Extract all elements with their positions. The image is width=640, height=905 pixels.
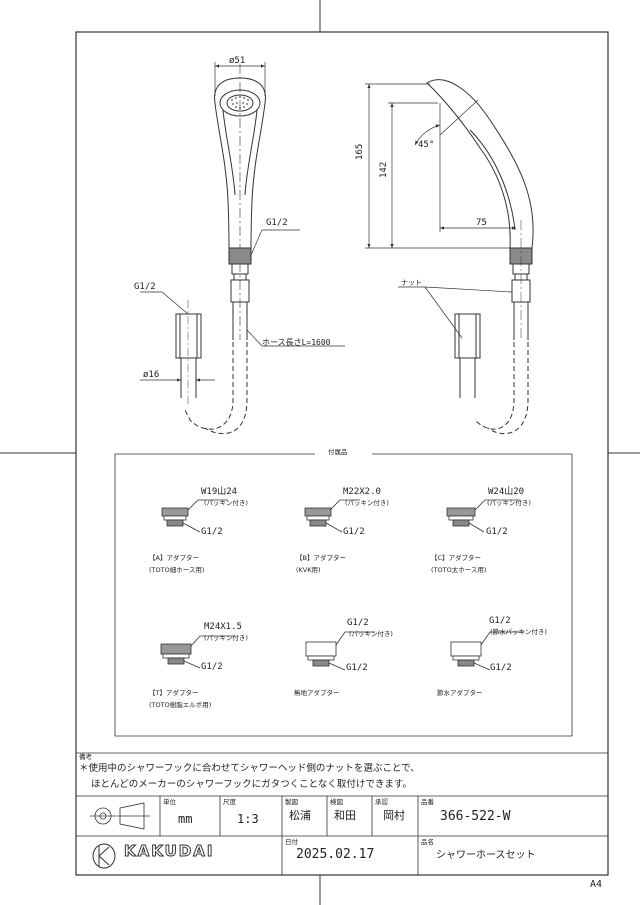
name-value: シャワーホースセット bbox=[436, 850, 536, 861]
adapter-b-name: 【B】アダプター bbox=[296, 554, 346, 562]
adapter-water-saving-seal: (節水パッキン付き) bbox=[490, 628, 547, 636]
notes-label: 備考 bbox=[79, 753, 92, 761]
kakudai-logo-mark bbox=[92, 843, 116, 869]
adapter-water-saving-spec: G1/2 bbox=[489, 616, 511, 626]
adapter-a-desc: (TOTO細ホース用) bbox=[149, 566, 205, 574]
notes-line-1: ＊使用中のシャワーフックに合わせてシャワーヘッド側のナットを選ぶことで、 bbox=[79, 763, 420, 774]
adapter-b-spec: M22X2.0 bbox=[343, 487, 381, 497]
shower-head-side-view bbox=[426, 79, 534, 435]
drawn-value: 松浦 bbox=[289, 809, 311, 822]
title-block bbox=[76, 752, 608, 875]
dim-height-165: 165 bbox=[355, 143, 365, 160]
unit-label: 単位 bbox=[163, 798, 176, 806]
adapter-plain-drawing bbox=[305, 631, 375, 671]
dim-hose-length: ホース長さL=1600 bbox=[262, 338, 331, 347]
adapter-b-thread: G1/2 bbox=[343, 527, 365, 537]
adapter-t-thread: G1/2 bbox=[201, 662, 223, 672]
adapter-b-desc: (KVK用) bbox=[296, 566, 321, 574]
third-angle-projection-symbol bbox=[90, 802, 150, 830]
adapter-water-saving-name: 節水アダプター bbox=[437, 689, 483, 697]
adapter-c-name: 【C】アダプター bbox=[431, 554, 482, 562]
paper-size: A4 bbox=[590, 879, 603, 890]
checked-value: 和田 bbox=[334, 809, 356, 822]
adapter-a-name: 【A】アダプター bbox=[149, 554, 199, 562]
hook-side-nut-right bbox=[454, 313, 481, 398]
adapter-t-desc: (TOTO樹脂エルボ用) bbox=[149, 701, 212, 709]
scale-value: 1:3 bbox=[237, 812, 259, 826]
date-value: 2025.02.17 bbox=[296, 847, 375, 862]
label-nut: ナット bbox=[401, 279, 422, 287]
name-label: 品名 bbox=[421, 838, 434, 846]
adapter-c-spec: W24山20 bbox=[488, 487, 525, 497]
dim-thread-head: G1/2 bbox=[266, 218, 288, 228]
scale-label: 尺度 bbox=[223, 798, 236, 806]
adapter-c-drawing bbox=[446, 499, 520, 533]
adapter-plain-spec: G1/2 bbox=[347, 618, 369, 628]
adapter-t-drawing bbox=[160, 635, 235, 669]
company-name: KAKUDAI bbox=[123, 842, 215, 860]
adapter-a-drawing bbox=[161, 499, 228, 533]
checked-label: 検図 bbox=[330, 798, 343, 806]
adapter-c-thread: G1/2 bbox=[486, 527, 508, 537]
drawn-label: 製図 bbox=[285, 798, 298, 806]
dimension-lines bbox=[140, 62, 516, 382]
dim-angle-45: 45° bbox=[418, 140, 435, 150]
notes-line-2: ほとんどのメーカーのシャワーフックにガタつくことなく取付けできます。 bbox=[91, 779, 412, 790]
dim-thread-left: G1/2 bbox=[134, 282, 156, 292]
dim-width-75: 75 bbox=[476, 218, 487, 228]
adapter-c-desc: (TOTO太ホース用) bbox=[431, 566, 487, 574]
adapter-plain-name: 無地アダプター bbox=[294, 689, 340, 697]
adapter-water-saving-drawing bbox=[450, 631, 525, 671]
partno-value: 366-522-W bbox=[440, 809, 511, 824]
partno-label: 品番 bbox=[421, 798, 434, 806]
adapter-plain-seal: (パッキン付き) bbox=[349, 630, 393, 638]
adapter-t-name: 【T】アダプター bbox=[149, 689, 199, 697]
dim-diameter-16: ø16 bbox=[143, 370, 160, 380]
date-label: 日付 bbox=[285, 838, 298, 846]
dim-height-142: 142 bbox=[379, 161, 389, 178]
adapter-a-thread: G1/2 bbox=[201, 527, 223, 537]
accessories-box bbox=[114, 453, 573, 737]
accessories-title: 付属品 bbox=[328, 448, 348, 456]
approved-value: 岡村 bbox=[383, 809, 405, 822]
unit-value: mm bbox=[178, 812, 193, 826]
hook-side-nut-left bbox=[175, 300, 202, 405]
adapter-t-seal: (パッキン付き) bbox=[204, 634, 248, 642]
adapter-a-spec: W19山24 bbox=[201, 487, 238, 497]
approved-label: 承認 bbox=[375, 798, 388, 806]
adapter-b-seal: (パッキン付き) bbox=[345, 499, 389, 507]
adapter-a-seal: (パッキン付き) bbox=[204, 499, 248, 507]
shower-head-front-view bbox=[184, 64, 266, 435]
adapter-c-seal: (パッキン付き) bbox=[487, 499, 531, 507]
drawing-frame bbox=[75, 31, 609, 876]
adapter-plain-thread: G1/2 bbox=[346, 663, 368, 673]
adapter-b-drawing bbox=[304, 499, 360, 533]
dim-diameter-51: ø51 bbox=[229, 56, 246, 66]
adapter-t-spec: M24X1.5 bbox=[204, 622, 242, 632]
adapter-water-saving-thread: G1/2 bbox=[490, 663, 512, 673]
